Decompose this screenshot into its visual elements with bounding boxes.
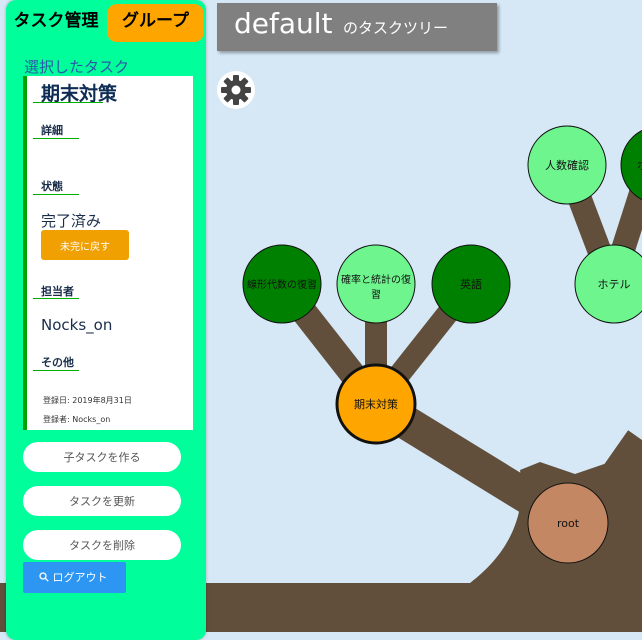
node-probability[interactable]: 確率と統計の復 習 [336,244,416,324]
svg-text:人数確認: 人数確認 [545,158,589,172]
gear-icon[interactable] [216,70,256,110]
svg-text:線形代数の復習: 線形代数の復習 [247,278,317,291]
title-underline [33,102,103,103]
svg-text:期末対策: 期末対策 [354,397,398,411]
svg-text:root: root [557,517,580,530]
delete-task-button[interactable]: タスクを削除 [23,530,181,560]
other-underline [33,370,79,371]
svg-text:習: 習 [371,289,381,301]
node-english[interactable]: 英語 [431,244,511,324]
status-label: 状態 [41,180,63,193]
mark-incomplete-button[interactable]: 未完に戻す [41,230,129,260]
node-headcount[interactable]: 人数確認 [527,125,607,205]
logout-label: ログアウト [52,571,108,584]
create-child-task-button[interactable]: 子タスクを作る [23,442,181,472]
svg-text:英語: 英語 [460,277,482,291]
tree-name: default [234,7,333,40]
selected-task-card: 期末対策 詳細 状態 完了済み 未完に戻す 担当者 Nocks_on その他 登… [23,76,193,430]
tree-title-suffix: のタスクツリー [343,19,449,37]
update-task-button[interactable]: タスクを更新 [23,486,181,516]
svg-text:確率と統計の復: 確率と統計の復 [341,273,411,286]
selected-task-title: 期末対策 [41,83,118,105]
tree-header: default のタスクツリー [217,3,497,51]
registered-by: 登録者: Nocks_on [43,415,111,424]
node-hotel-partial[interactable]: ホ [620,126,642,204]
node-hotel[interactable]: ホテル [574,244,642,324]
status-underline [33,194,79,195]
assignee-value: Nocks_on [41,316,113,334]
node-root[interactable]: root [527,482,609,564]
logout-button[interactable]: ログアウト [23,562,126,593]
tab-group[interactable]: グループ [107,4,204,42]
svg-text:ホ: ホ [637,159,642,172]
other-label: その他 [41,356,74,369]
branch-root-right [586,430,642,510]
detail-underline [33,138,79,139]
detail-label: 詳細 [41,124,63,137]
tab-task-management[interactable]: タスク管理 [6,4,106,42]
selected-task-heading: 選択したタスク [24,58,130,76]
search-icon [39,572,49,582]
node-linear-algebra[interactable]: 線形代数の復習 [242,244,322,324]
assignee-underline [33,298,79,299]
svg-text:ホテル: ホテル [598,278,631,291]
status-value: 完了済み [41,212,102,230]
node-selected[interactable]: 期末対策 [335,363,417,445]
assignee-label: 担当者 [41,285,74,298]
registered-date: 登録日: 2019年8月31日 [43,396,132,405]
